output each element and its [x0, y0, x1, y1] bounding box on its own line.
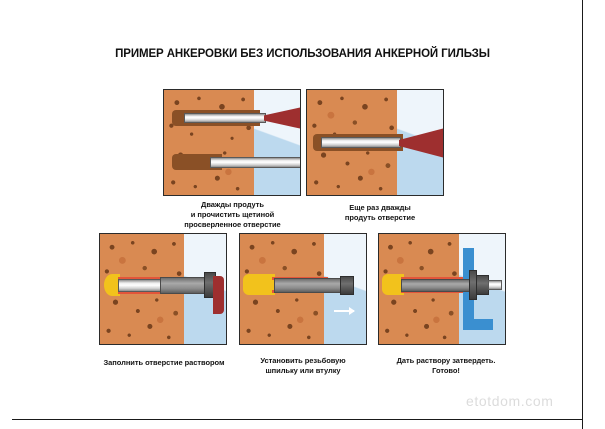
rod-thread-end: [488, 280, 502, 290]
caption-step-1: Дважды продуть и прочистить щетиной прос…: [150, 200, 315, 230]
illustration-step-4: [239, 233, 367, 345]
page-title: ПРИМЕР АНКЕРОВКИ БЕЗ ИСПОЛЬЗОВАНИЯ АНКЕР…: [115, 48, 490, 60]
injection-gun-tip: [118, 279, 162, 292]
threaded-rod: [401, 279, 473, 292]
caption-line: и прочистить щетиной: [190, 210, 275, 219]
caption-line: Дать раствору затвердеть.: [396, 356, 496, 365]
air-void: [254, 90, 300, 195]
caption-line: Дважды продуть: [201, 200, 264, 209]
grout-fill: [382, 274, 404, 295]
injection-gun-nozzle: [160, 277, 206, 294]
illustration-step-5: [378, 233, 506, 345]
mounting-bracket-foot: [463, 319, 493, 330]
caption-line: Готово!: [432, 366, 460, 375]
caption-line: продуть отверстие: [344, 213, 416, 222]
illustration-step-3: [99, 233, 227, 345]
caption-step-3: Заполнить отверстие раствором: [88, 358, 240, 368]
drilled-hole-lower: [172, 154, 222, 170]
grout-line-top: [118, 277, 178, 280]
illustration-step-2: [306, 89, 444, 196]
caption-line: Еще раз дважды: [349, 203, 411, 212]
threaded-rod: [274, 278, 342, 293]
insertion-arrow: [334, 307, 355, 315]
rod-end-cap: [340, 276, 354, 295]
grout-line-bottom: [118, 291, 178, 294]
caption-line: Установить резьбовую: [260, 356, 346, 365]
brick-wall: [164, 90, 256, 195]
frame-border-bottom: [12, 419, 583, 420]
caption-line: шпильку или втулку: [265, 366, 341, 375]
frame-border-right: [582, 0, 583, 429]
gun-handle: [213, 276, 224, 314]
caption-line: Заполнить отверстие раствором: [103, 358, 225, 367]
grout-line-top: [401, 277, 463, 280]
grout-fill: [243, 274, 275, 295]
grout-fill: [104, 274, 120, 296]
caption-step-2: Еще раз дважды продуть отверстие: [315, 203, 445, 223]
cleaning-brush: [184, 113, 266, 123]
brush-rod: [210, 157, 300, 168]
illustration-step-1: [163, 89, 301, 196]
cleaning-brush: [321, 137, 401, 148]
caption-step-5: Дать раствору затвердеть. Готово!: [378, 356, 514, 376]
caption-line: просверленное отверстие: [184, 220, 281, 229]
watermark: etotdom.com: [466, 393, 554, 409]
caption-step-4: Установить резьбовую шпильку или втулку: [235, 356, 371, 376]
